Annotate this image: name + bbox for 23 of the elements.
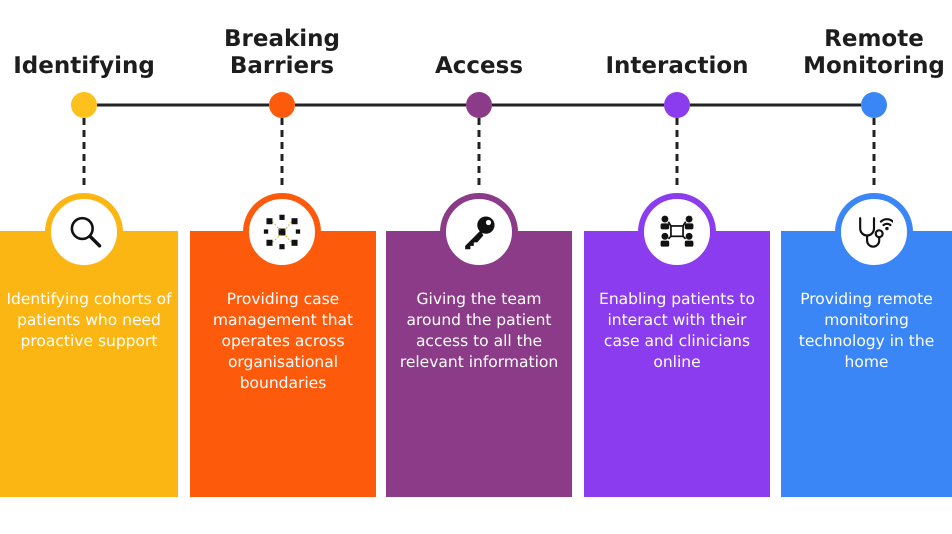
dashed-connector [676, 118, 678, 187]
card-text: Enabling patients to interact with their case and clinicians online [598, 289, 756, 373]
card-text: Giving the team around the patient access to all the relevant information [398, 289, 560, 373]
timeline-line [492, 104, 664, 106]
step-card [584, 231, 770, 497]
timeline-line [295, 104, 466, 106]
step-card [190, 231, 376, 497]
step-card [0, 231, 178, 497]
step-heading: Interaction [604, 53, 750, 80]
card-text: Identifying cohorts of patients who need proactive support [5, 289, 173, 352]
card-text: Providing case management that operates across organisational boundaries [212, 289, 354, 394]
dashed-connector [478, 118, 480, 187]
card-text: Providing remote monitoring technology in the home [798, 289, 936, 373]
timeline-line [690, 104, 861, 106]
dashed-connector [280, 118, 284, 187]
dashed-connector [872, 118, 876, 187]
timeline-line [97, 104, 269, 106]
step-heading: Remote Monitoring [802, 26, 946, 80]
step-heading: Access [434, 53, 524, 80]
step-card [781, 231, 952, 497]
step-card [386, 231, 572, 497]
step-heading: Breaking Barriers [222, 26, 341, 80]
step-heading: Identifying [12, 53, 156, 80]
